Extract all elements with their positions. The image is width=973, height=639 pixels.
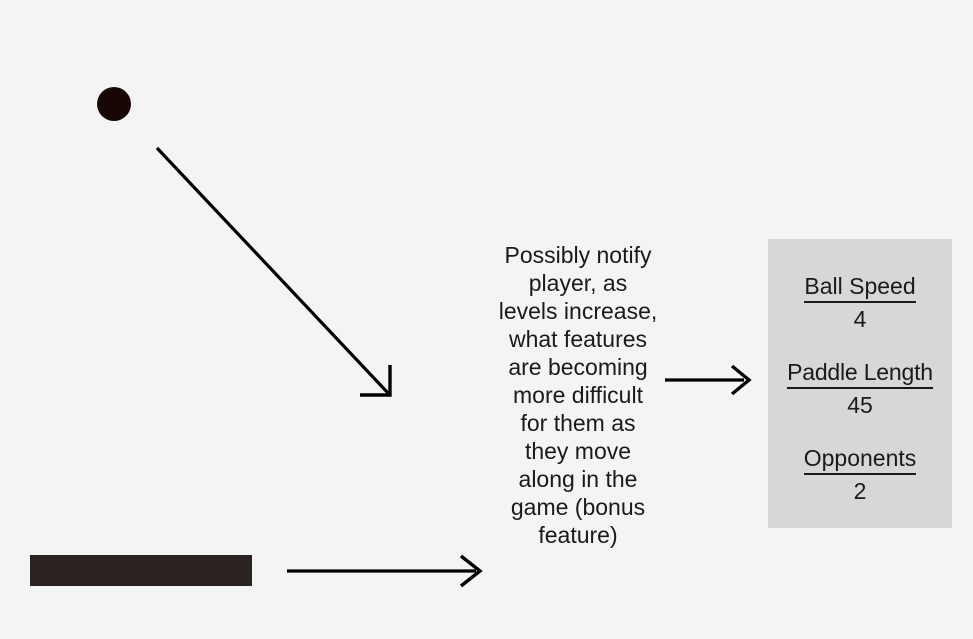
- setting-label-paddle-length: Paddle Length: [787, 359, 933, 389]
- paddle: [30, 555, 252, 586]
- setting-label-opponents: Opponents: [803, 445, 917, 475]
- ball: [97, 87, 131, 121]
- setting-value-paddle-length: 45: [847, 392, 873, 418]
- setting-label-ball-speed: Ball Speed: [804, 273, 916, 303]
- setting-value-opponents: 2: [853, 478, 867, 504]
- annotation-note: Possibly notify player, as levels increa…: [498, 242, 658, 548]
- setting-paddle-length: Paddle Length 45: [768, 359, 952, 419]
- note-to-panel-arrow: [665, 364, 752, 396]
- setting-opponents: Opponents 2: [768, 445, 952, 505]
- ball-trajectory-arrow: [155, 146, 392, 397]
- setting-ball-speed: Ball Speed 4: [768, 273, 952, 333]
- paddle-movement-arrow: [287, 554, 483, 588]
- settings-panel: Ball Speed 4 Paddle Length 45 Opponents …: [768, 239, 952, 528]
- setting-value-ball-speed: 4: [853, 306, 867, 332]
